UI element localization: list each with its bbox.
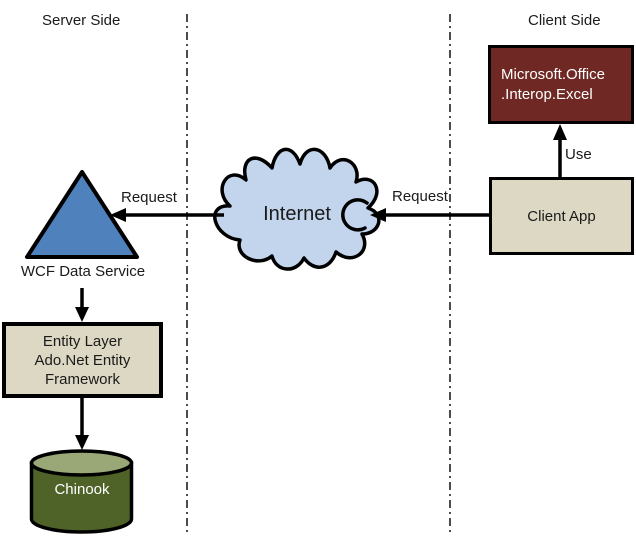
- interop-excel-node: Microsoft.Office .Interop.Excel: [488, 45, 634, 124]
- request-client-edge-label: Request: [392, 188, 448, 205]
- entity-layer-label-line3: Framework: [44, 370, 120, 388]
- request-server-edge-label: Request: [121, 189, 177, 206]
- chinook-cylinder-body: [29, 461, 134, 534]
- interop-excel-label-line2: .Interop.Excel: [501, 85, 593, 103]
- entity-layer-node: Entity Layer Ado.Net Entity Framework: [2, 322, 163, 398]
- chinook-label: Chinook: [54, 481, 110, 498]
- client-app-label: Client App: [527, 207, 596, 225]
- client-side-header: Client Side: [528, 12, 601, 29]
- wcf-entity-arrow-head: [75, 307, 89, 322]
- internet-cloud-curl: [341, 198, 369, 232]
- use-edge-label: Use: [565, 146, 592, 163]
- internet-cloud-shape: [213, 147, 381, 271]
- request-client-arrow-head: [370, 208, 386, 222]
- chinook-cylinder-top: [29, 449, 134, 477]
- wcf-data-service-label: WCF Data Service: [20, 263, 146, 280]
- entity-layer-label-line2: Ado.Net Entity: [34, 351, 131, 369]
- entity-chinook-arrow-head: [75, 435, 89, 450]
- server-side-header: Server Side: [42, 12, 121, 29]
- request-server-arrow-head: [110, 208, 126, 222]
- entity-layer-label-line1: Entity Layer: [42, 332, 123, 350]
- wcf-triangle-shape: [25, 170, 139, 259]
- internet-label: Internet: [263, 203, 331, 225]
- client-app-node: Client App: [489, 177, 634, 255]
- use-arrow-head: [553, 124, 567, 140]
- interop-excel-label-line1: Microsoft.Office: [501, 65, 605, 83]
